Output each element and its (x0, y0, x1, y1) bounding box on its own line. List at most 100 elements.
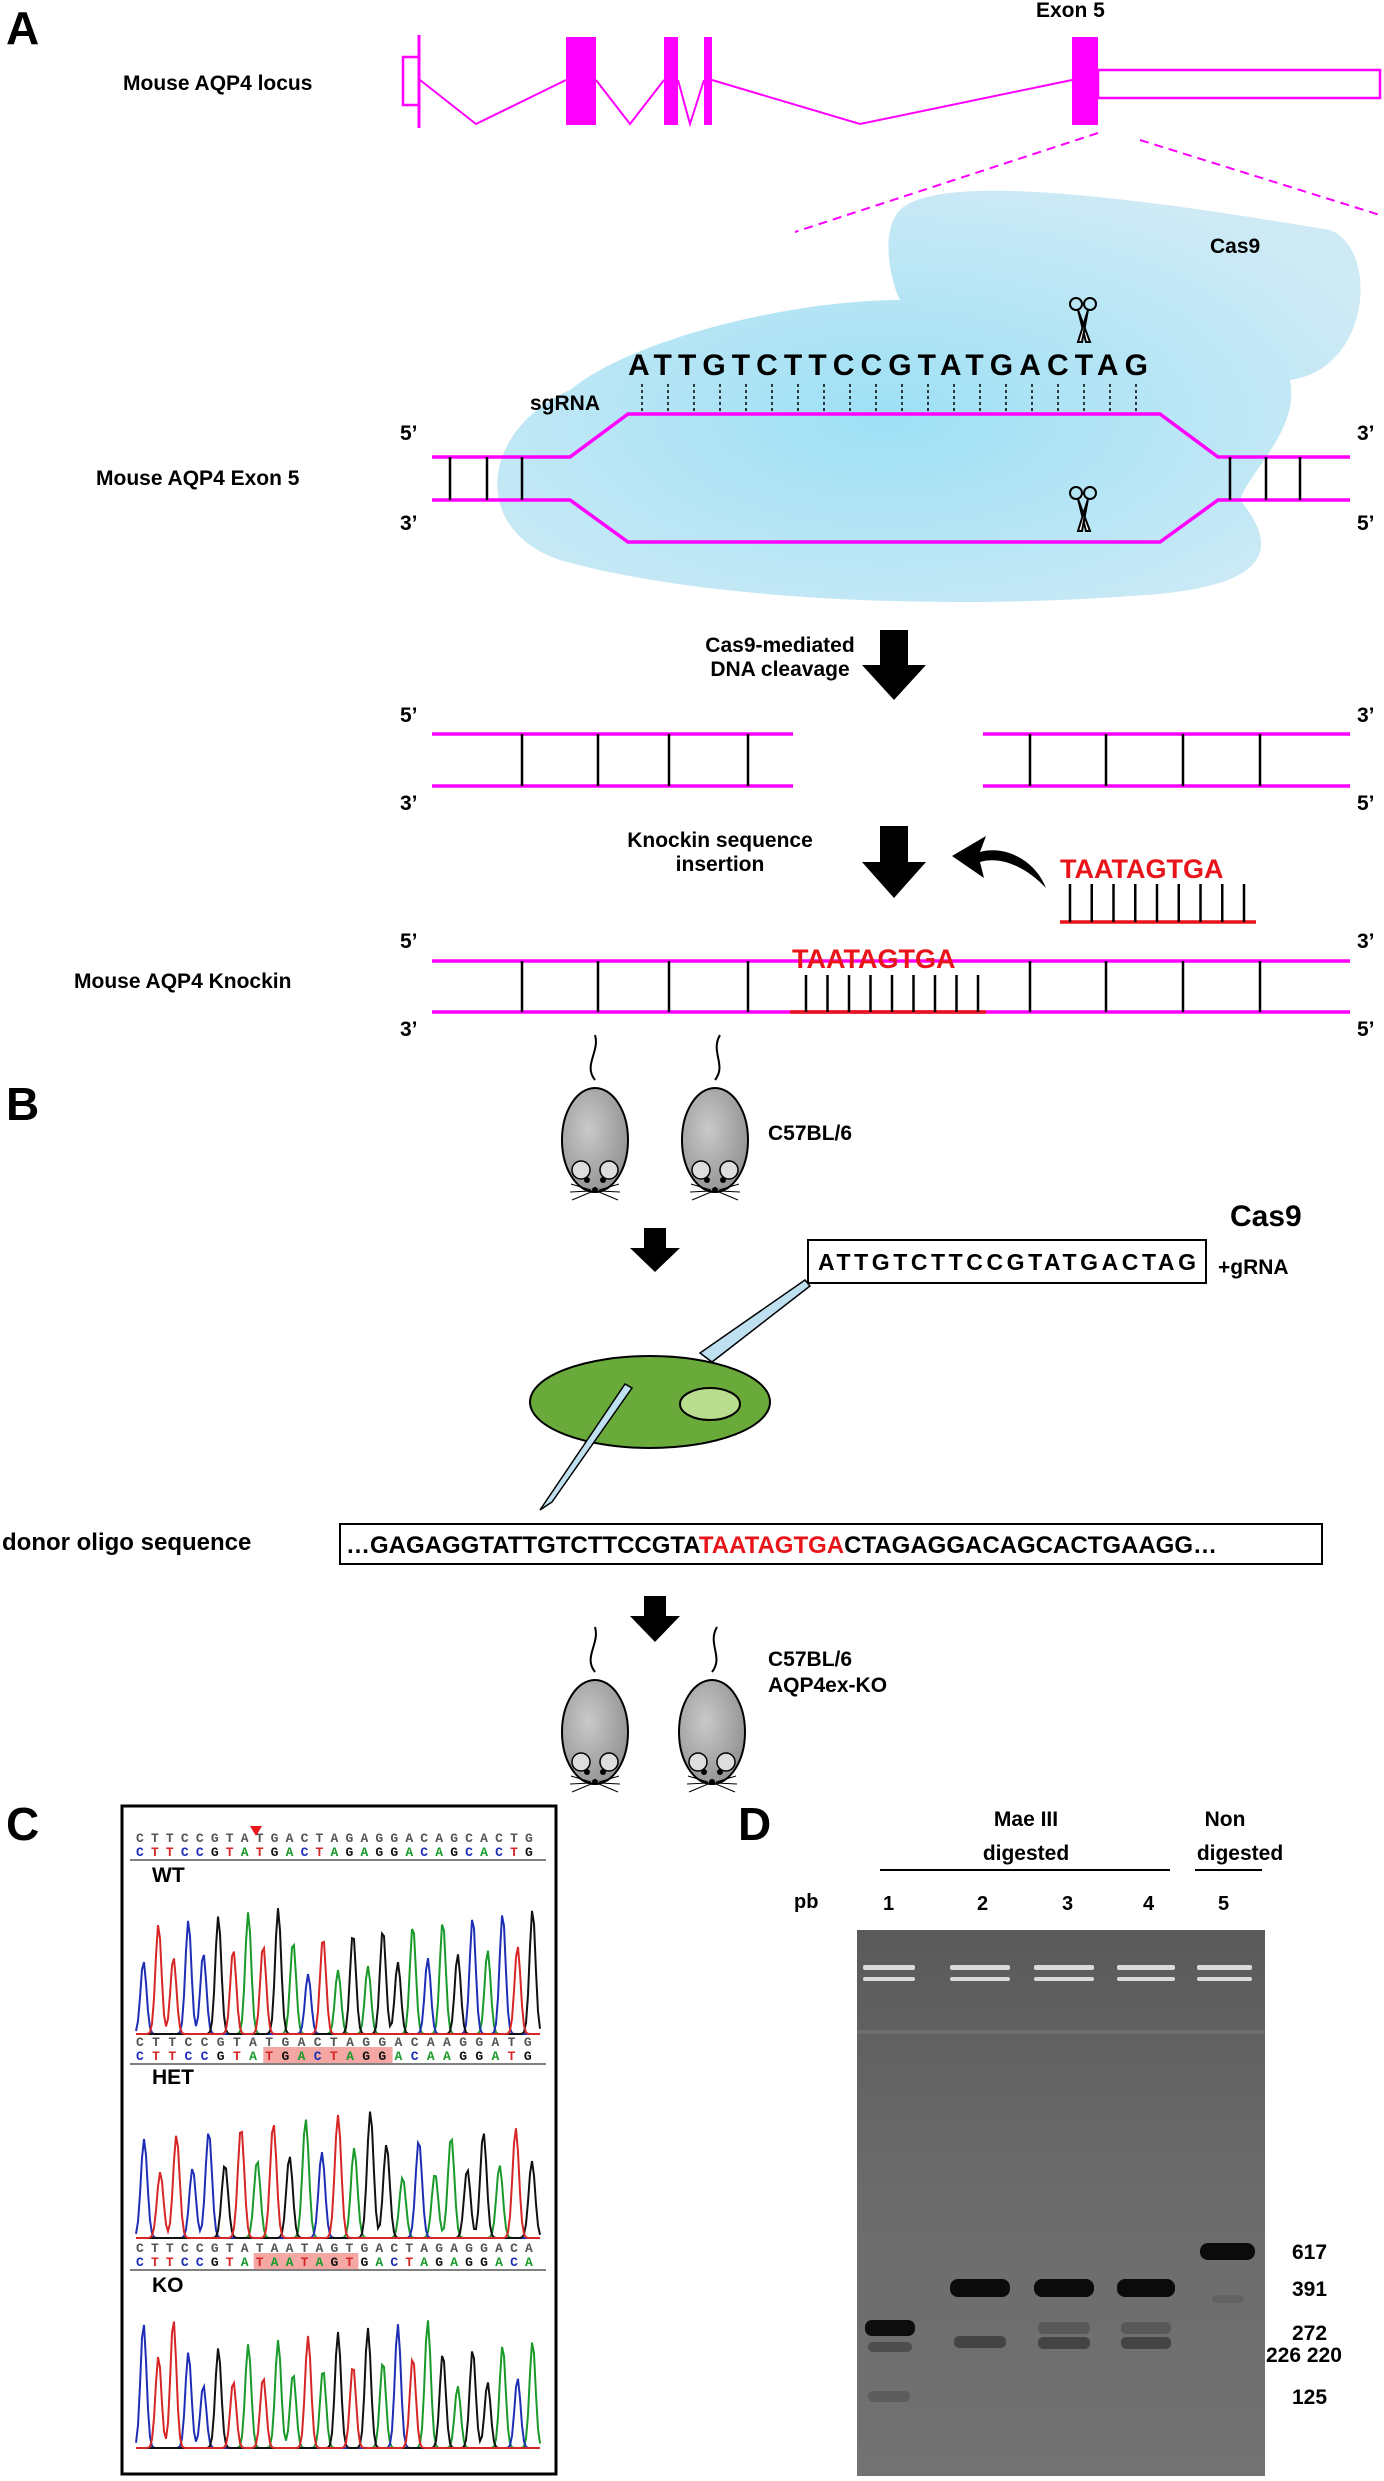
base-call-reference: A (241, 1831, 249, 1846)
digested-label: digested (983, 1842, 1069, 1865)
base-call: G (435, 2255, 443, 2270)
down-arrow-icon (862, 630, 926, 700)
ko-label: KO (152, 2274, 184, 2297)
base-call: A (495, 2255, 503, 2270)
base-call: C (181, 1845, 189, 1860)
down-arrow-icon (630, 1596, 680, 1642)
base-call: G (378, 2049, 386, 2064)
base-call-reference: A (286, 1831, 294, 1846)
base-call-reference: A (249, 2035, 257, 2050)
base-call: T (226, 1845, 234, 1860)
base-call-reference: T (405, 2241, 413, 2256)
base-call: C (301, 1845, 309, 1860)
base-call: A (405, 1845, 413, 1860)
five-prime-label: 5’ (400, 704, 418, 727)
base-call: T (166, 2255, 174, 2270)
mouse-top-left (561, 1034, 629, 1201)
base-call: C (181, 2255, 189, 2270)
sgrna-label: sgRNA (530, 392, 600, 415)
base-call-reference: T (233, 2035, 241, 2050)
cleaved-duplex: 5’ 3’ 3’ 5’ (400, 704, 1375, 815)
chromatograms: CCTTTTCCCCGGTTAATTGGAACCTTAAGGAAGGGGAACC… (130, 1826, 546, 2449)
base-call-reference: C (314, 2035, 322, 2050)
sequence-highlight (253, 2253, 359, 2269)
curved-arrow-icon (952, 836, 1046, 888)
base-call: C (136, 2049, 144, 2064)
base-call-reference: G (524, 2035, 532, 2050)
base-call: A (427, 2049, 435, 2064)
base-call: C (411, 2049, 419, 2064)
base-call: A (271, 2255, 279, 2270)
three-prime-label: 3’ (1357, 930, 1375, 953)
base-call-reference: G (211, 2241, 219, 2256)
grna-sequence: ATTGTCTTCCGTATGACTAG (818, 1249, 1196, 1275)
base-call: G (450, 1845, 458, 1860)
base-call: C (510, 2255, 518, 2270)
base-call-reference: A (375, 2241, 383, 2256)
base-call-reference: G (345, 1831, 353, 1846)
base-call-reference: C (495, 1831, 503, 1846)
band-lane1-125 (868, 2391, 910, 2402)
cleavage-label-2: DNA cleavage (710, 658, 849, 681)
insertion-label-2: insertion (676, 853, 765, 876)
base-call: A (375, 2255, 383, 2270)
base-call: C (314, 2049, 322, 2064)
mae-iii-label: Mae III (994, 1808, 1058, 1831)
base-call: C (201, 2049, 209, 2064)
base-call: A (286, 2255, 294, 2270)
base-call-reference: G (281, 2035, 289, 2050)
base-call-reference: A (286, 2241, 294, 2256)
het-label: HET (152, 2066, 194, 2089)
base-call-reference: T (508, 2035, 516, 2050)
base-call: C (196, 1845, 204, 1860)
base-call-reference: C (136, 2035, 144, 2050)
base-call-reference: T (226, 2241, 234, 2256)
insertion-step: Knockin sequence insertion TAATAGTGA (627, 826, 1256, 924)
base-call: C (495, 1845, 503, 1860)
base-call-reference: G (475, 2035, 483, 2050)
base-call: A (435, 1845, 443, 1860)
base-call-reference: T (166, 1831, 174, 1846)
base-call: G (459, 2049, 467, 2064)
base-call-reference: T (330, 2035, 338, 2050)
cas9-protein-shape: Cas9 (497, 190, 1361, 602)
band-lane1-272 (865, 2320, 915, 2336)
five-prime-top-left: 5’ (400, 422, 418, 445)
base-call: A (443, 2049, 451, 2064)
base-call: A (241, 2255, 249, 2270)
base-call-reference: G (362, 2035, 370, 2050)
base-call-reference: G (459, 2035, 467, 2050)
base-call: G (375, 1845, 383, 1860)
base-call: T (151, 2255, 159, 2270)
base-call: C (184, 2049, 192, 2064)
sequence-highlight (263, 2047, 393, 2063)
base-call-reference: C (201, 2035, 209, 2050)
base-call: A (395, 2049, 403, 2064)
size-391: 391 (1292, 2278, 1327, 2301)
base-call: A (450, 2255, 458, 2270)
base-call: T (151, 1845, 159, 1860)
base-call-reference: C (465, 1831, 473, 1846)
agarose-gel (857, 1930, 1265, 2476)
base-call-reference: T (265, 2035, 273, 2050)
base-call-reference: C (510, 2241, 518, 2256)
base-call-reference: A (420, 2241, 428, 2256)
base-call: T (301, 2255, 309, 2270)
base-call: G (465, 2255, 473, 2270)
base-call: G (362, 2049, 370, 2064)
chromatogram-trace (136, 2321, 540, 2449)
base-call: G (345, 1845, 353, 1860)
base-call-reference: A (427, 2035, 435, 2050)
base-call: G (217, 2049, 225, 2064)
base-call-reference: A (525, 2241, 533, 2256)
base-call-reference: C (301, 1831, 309, 1846)
base-call-reference: G (378, 2035, 386, 2050)
base-call-reference: A (492, 2035, 500, 2050)
chromatogram-trace (136, 1925, 540, 2035)
base-call-reference: C (390, 2241, 398, 2256)
base-call-reference: T (166, 2241, 174, 2256)
base-call: T (345, 2255, 353, 2270)
pb-label: pb (794, 1891, 818, 1913)
base-call: G (480, 2255, 488, 2270)
size-226-220: 226 220 (1266, 2344, 1342, 2367)
